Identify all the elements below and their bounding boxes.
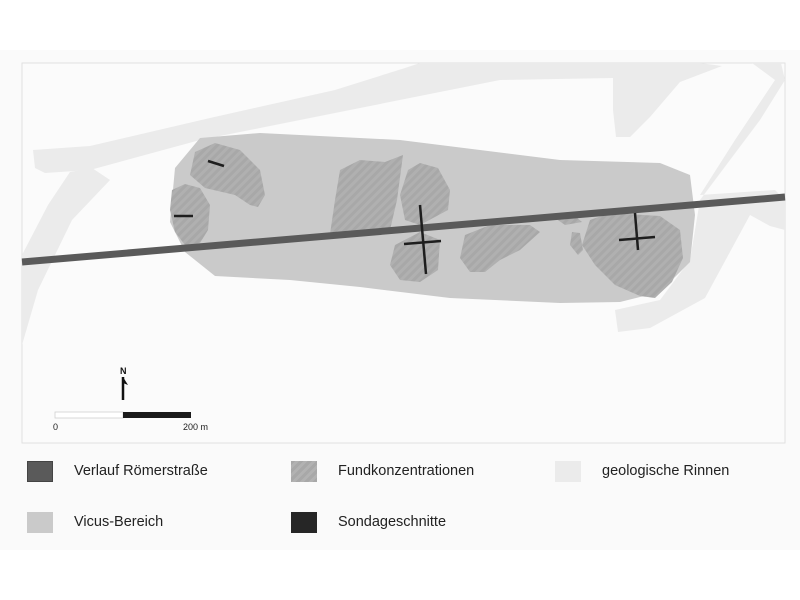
test-trench <box>207 159 225 168</box>
legend-swatch <box>27 511 53 533</box>
channel-upper <box>33 63 722 173</box>
test-trench <box>618 235 656 242</box>
test-trench <box>633 212 640 251</box>
legend-item-roman-road: Verlauf Römerstraße <box>27 460 208 482</box>
legend-label: Fundkonzentrationen <box>338 463 475 479</box>
test-trenches <box>174 159 656 275</box>
find-concentration <box>582 213 683 298</box>
channel-left <box>22 168 110 345</box>
channel-right <box>615 63 785 332</box>
test-trench <box>418 204 428 275</box>
find-concentration <box>330 155 403 234</box>
scale-start-label: 0 <box>53 422 59 432</box>
legend-label: geologische Rinnen <box>602 463 730 479</box>
test-trench <box>403 239 442 246</box>
find-concentration <box>390 232 440 282</box>
find-concentration <box>460 225 540 272</box>
find-concentrations <box>170 143 683 298</box>
legend-swatch <box>27 460 53 482</box>
legend-swatch <box>291 460 317 482</box>
north-arrow-icon <box>121 377 128 400</box>
legend-item-find-concentrations: Fundkonzentrationen <box>291 460 474 482</box>
legend-label: Vicus-Bereich <box>74 514 164 530</box>
legend-item-geological-channels: geologische Rinnen <box>555 460 729 482</box>
scale-bar <box>54 411 191 419</box>
legend-label: Verlauf Römerstraße <box>74 463 208 479</box>
scale-end-label: 200 m <box>183 422 209 432</box>
find-concentration <box>190 143 265 207</box>
find-concentration <box>570 232 583 255</box>
legend-swatch <box>291 511 317 533</box>
find-concentration <box>400 163 450 225</box>
roman-road <box>21 193 786 266</box>
legend-item-test-trenches: Sondageschnitte <box>291 511 446 533</box>
geological-channels <box>22 63 785 345</box>
north-label: N <box>120 366 127 376</box>
find-concentration <box>170 184 210 245</box>
legend-label: Sondageschnitte <box>338 514 447 530</box>
legend-item-vicus-area: Vicus-Bereich <box>27 511 163 533</box>
legend-swatch <box>555 460 581 482</box>
